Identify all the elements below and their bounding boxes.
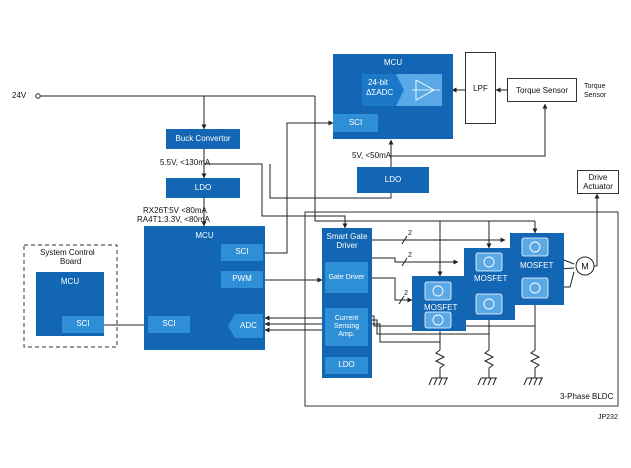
system-board-border [23,244,118,348]
system-mcu-sci-label: SCI [76,319,90,329]
transistor-icon-3a [521,237,549,257]
input-voltage-label: 24V [12,91,27,100]
main-mcu-adc: ADC [228,314,263,338]
ldo-main-block: LDO [166,178,240,198]
top-mcu-adc-line2: ΔΣADC [366,88,394,97]
buck-converter-block: Buck Convertor [166,129,240,149]
gate-driver-sub-label: Gate Driver [328,273,365,281]
actuator-line2: Actuator [583,182,613,191]
transistor-icon-2a [475,252,503,272]
shunt-resistor-1 [434,349,446,378]
gate-driver-title-line1: Smart Gate [326,232,368,241]
bus-slash-1 [401,235,408,245]
ldo-output-line2: RA4T1:3.3V, <80mA [137,215,210,224]
transistor-icon-1b [424,311,452,329]
current-sensing-line2: Sensing [333,323,360,331]
main-mcu-sci-left: SCI [148,316,190,333]
mosfet-label-2: MOSFET [474,274,508,283]
shunt-resistor-2 [483,349,495,378]
ldo-top-block: LDO [357,167,429,193]
wire-mos3-to-motor [563,259,575,265]
torque-sensor-block: Torque Sensor [507,78,577,102]
bus-slash-2 [401,257,408,267]
top-mcu-adc-line1: 24-bit [368,78,389,87]
actuator-line1: Drive [588,173,608,182]
system-board-title-line2: Board [60,257,82,266]
main-mcu-pwm: PWM [221,271,263,288]
gate-driver-title-line2: Driver [336,240,358,250]
document-id: JP232 [598,414,618,421]
main-mcu-sci-right-label: SCI [235,247,249,257]
ldo-output-line1: RX26T:5V <80mA [143,206,207,215]
top-mcu-title: MCU [383,58,403,67]
system-mcu-label: MCU [60,277,80,286]
ldo-top-output-label: 5V, <50mA [352,151,392,160]
bus-width-2: 2 [408,252,412,259]
wire-mos3-sense [372,305,536,327]
adc-triangle-icon [362,74,440,106]
wire-mos2-sense [372,319,490,335]
system-board-title-line1: System Control [40,248,95,257]
current-sensing-line1: Current [334,315,359,323]
top-mcu-sci-label: SCI [348,117,363,127]
bldc-region-border [304,211,619,407]
main-mcu-sci-left-label: SCI [162,319,176,329]
main-mcu-adc-label: ADC [240,320,257,330]
ground-symbol-3 [523,377,543,386]
bus-slash-3 [398,295,405,305]
wire-sci-main-to-top [263,120,334,254]
wire-buck-to-gate-driver [204,163,348,229]
current-sensing-line3: Amp. [338,330,355,338]
drive-actuator-block: Drive Actuator [577,170,619,194]
main-mcu-title: MCU [195,231,214,240]
gate-driver-sub: Gate Driver [325,262,368,293]
ground-symbol-2 [477,377,497,386]
lpf-label: LPF [473,83,488,93]
buck-output-label: 5.5V, <130mA [160,158,211,167]
main-mcu-pwm-label: PWM [232,274,252,284]
wire-buck-to-top-ldo [269,164,392,199]
system-mcu-sci: SCI [62,316,104,333]
mosfet-label-3: MOSFET [520,261,554,270]
torque-side-line1: Torque [584,83,606,90]
gate-ldo-block: LDO [325,357,368,374]
buck-converter-label: Buck Convertor [175,133,231,143]
wire-gate-to-mos2 [372,257,459,265]
transistor-icon-2b [475,293,503,315]
lpf-block: LPF [465,52,496,124]
ldo-main-label: LDO [194,182,212,192]
ldo-top-label: LDO [384,174,402,184]
bus-width-1: 2 [408,230,412,237]
bldc-region-label: 3-Phase BLDC [560,392,614,401]
mosfet-label-1: MOSFET [424,303,458,312]
transistor-icon-1a [424,281,452,301]
transistor-icon-3b [521,277,549,299]
torque-side-line2: Sensor [584,92,607,99]
motor-symbol [575,256,595,276]
torque-sensor-label: Torque Sensor [515,85,569,95]
shunt-resistor-3 [529,349,541,378]
gate-driver-block: Smart Gate Driver [322,228,372,378]
main-mcu-sci-right: SCI [221,244,263,261]
current-sensing-amp: Current Sensing Amp. [325,308,368,346]
wire-top-ldo-to-torque [391,103,548,157]
gate-ldo-label: LDO [338,360,355,370]
top-mcu-sci-block: SCI [333,114,378,132]
wire-gate-to-mos1 [372,277,413,303]
motor-label: M [581,262,589,272]
bus-width-3: 2 [404,290,408,297]
ground-symbol-1 [428,377,448,386]
